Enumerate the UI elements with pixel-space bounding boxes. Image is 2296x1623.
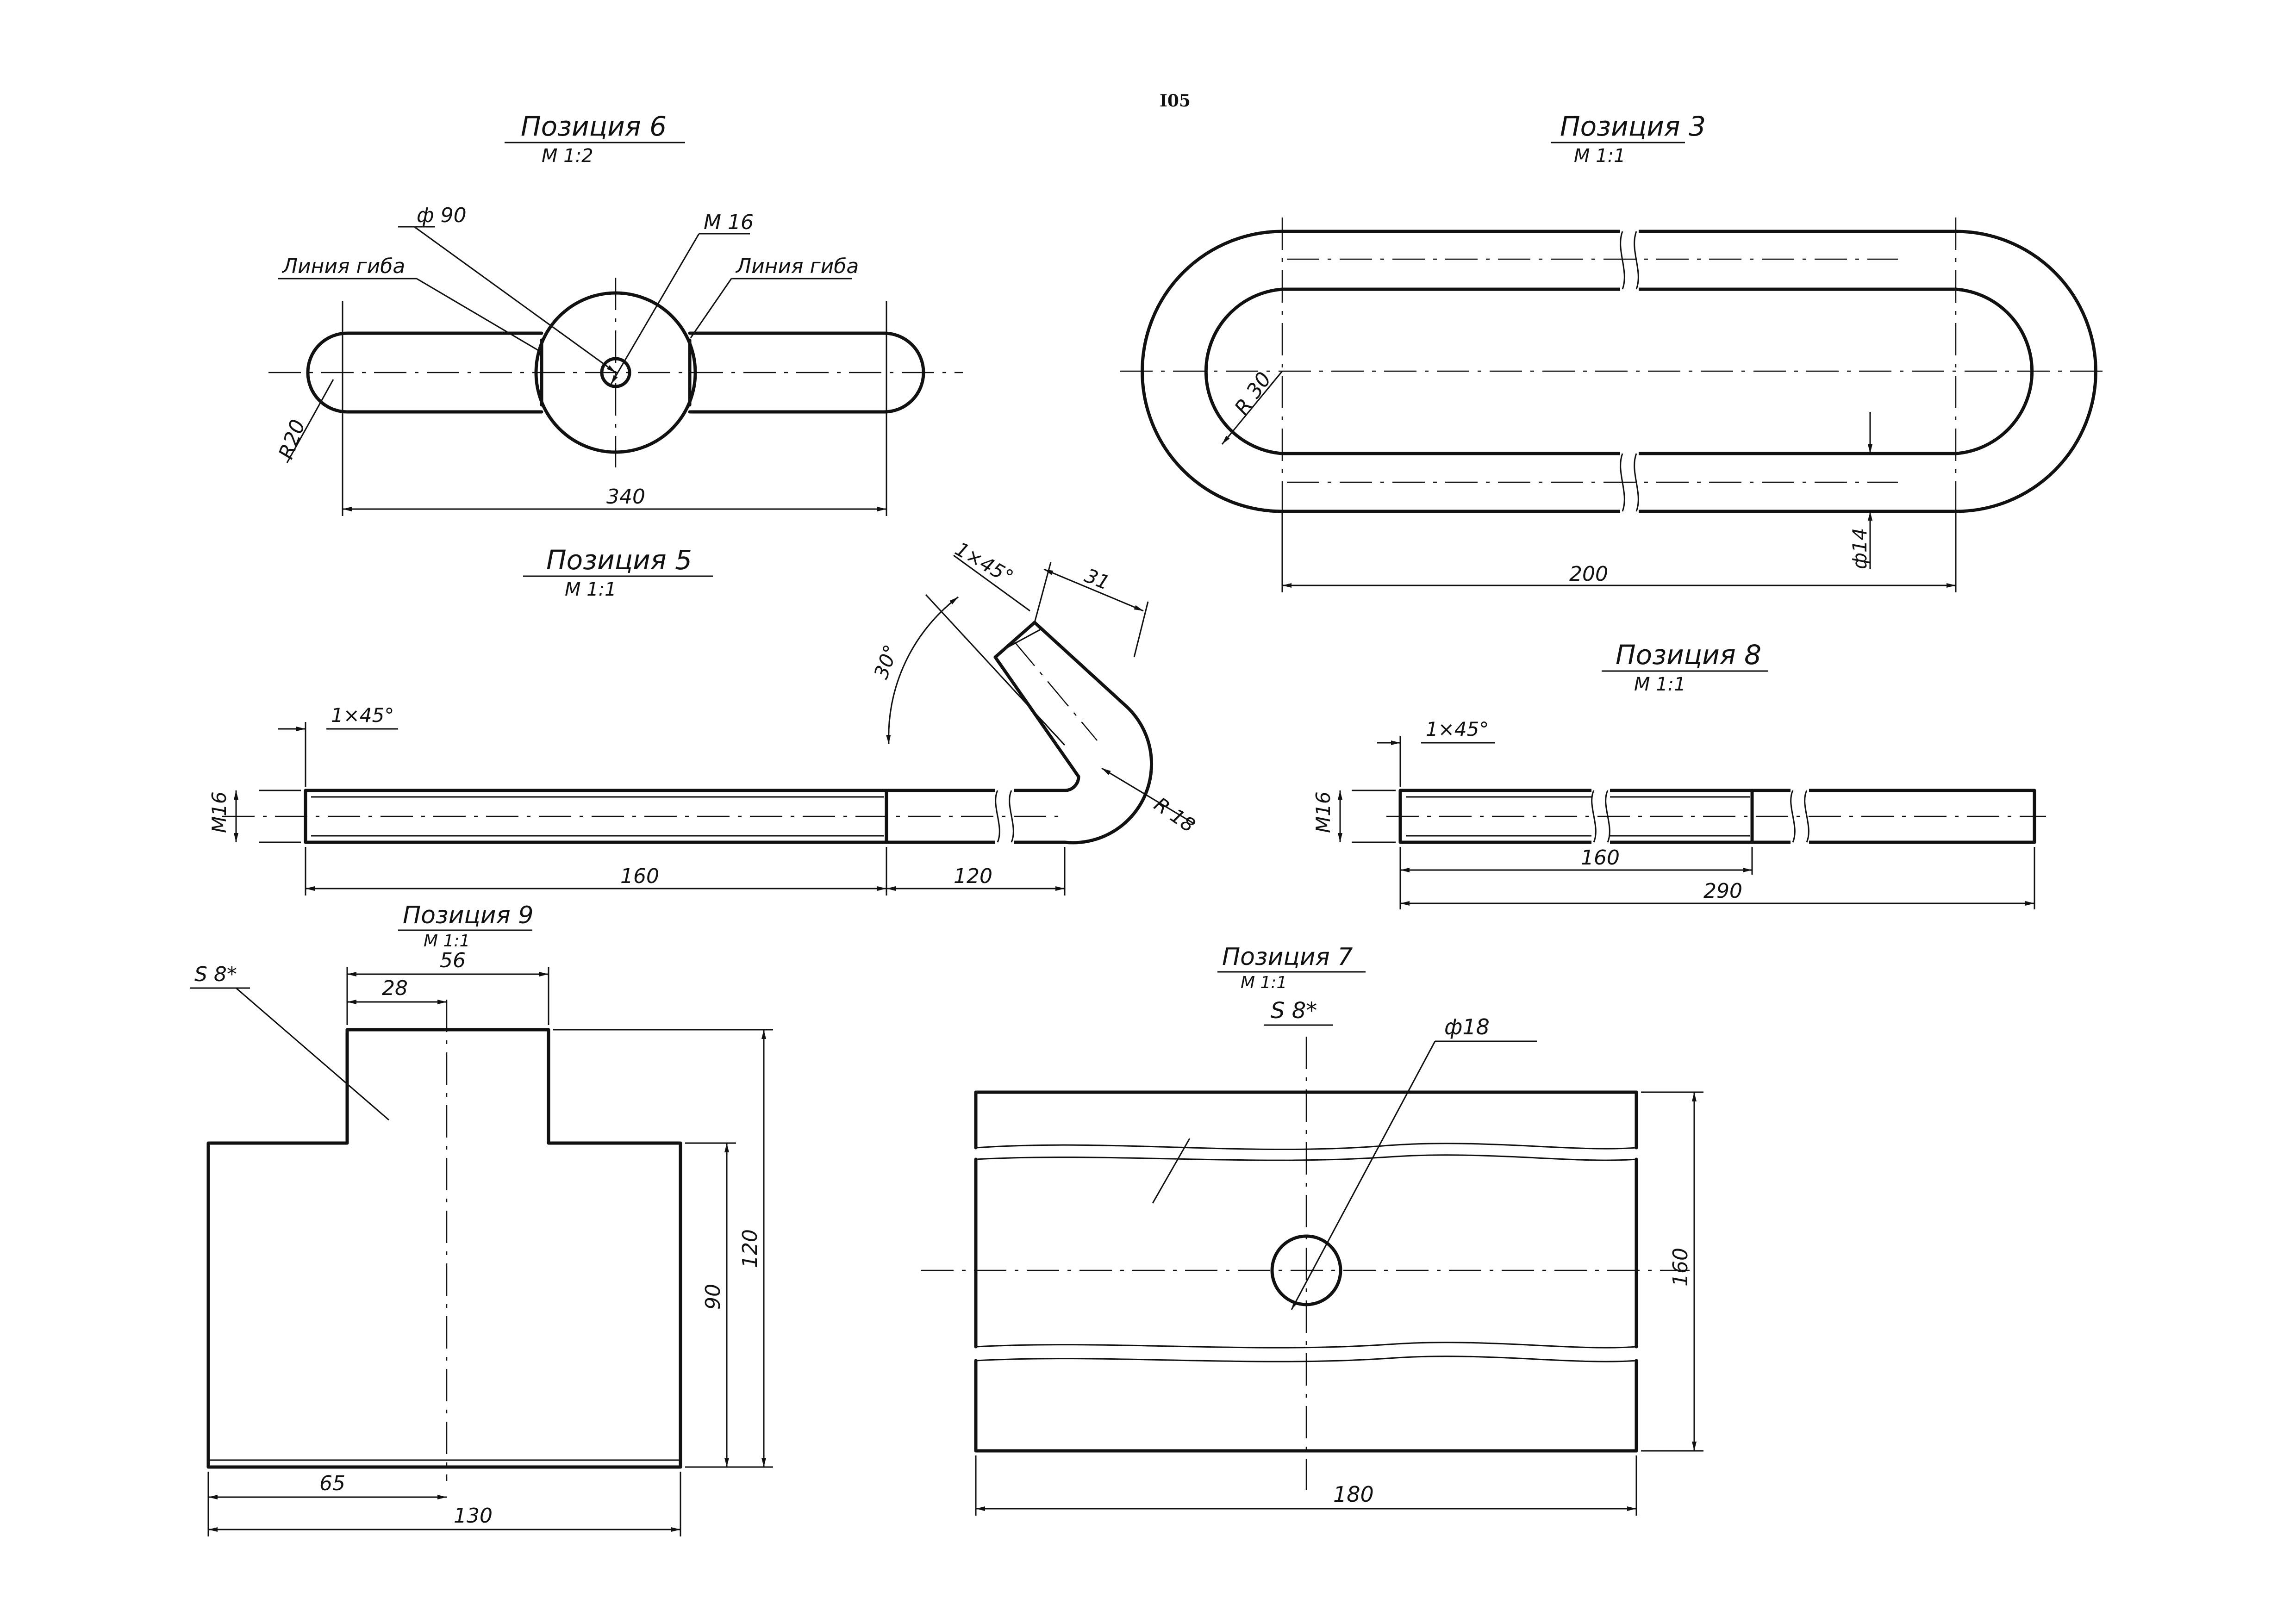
page-number: I05 xyxy=(1160,91,1191,111)
pos9-half-width-label: 65 xyxy=(319,1472,345,1495)
pos5-thread-len-label: 160 xyxy=(620,864,659,888)
pos5-chamfer-top-label: 1×45° xyxy=(951,537,1017,589)
pos5-chamfer-left-label: 1×45° xyxy=(331,704,394,727)
view-pos9: Позиция 9 М 1:1 56 28 S 8* 90 120 65 130 xyxy=(190,902,773,1536)
pos7-title: Позиция 7 xyxy=(1222,943,1353,971)
pos9-title: Позиция 9 xyxy=(403,902,533,929)
pos6-radius-label: R20 xyxy=(274,417,310,462)
pos7-height-label: 160 xyxy=(1669,1248,1692,1287)
pos6-diameter-label: ф 90 xyxy=(417,204,467,227)
pos6-bend-right-label: Линия гиба xyxy=(735,255,859,278)
pos6-length-label: 340 xyxy=(606,485,645,509)
pos5-rod xyxy=(304,789,1067,844)
pos9-top-width-label: 56 xyxy=(440,949,466,972)
view-pos8: Позиция 8 М 1:1 1×45° М16 160 290 xyxy=(1312,639,2046,909)
pos8-total-len-label: 290 xyxy=(1703,879,1742,903)
pos3-title: Позиция 3 xyxy=(1560,111,1706,142)
pos5-thread-label: М16 xyxy=(208,791,231,833)
pos5-end-len-label: 120 xyxy=(954,864,992,888)
pos9-plate xyxy=(206,1028,682,1469)
pos5-tip-label: 31 xyxy=(1081,564,1113,594)
pos7-hole-label: ф18 xyxy=(1444,1014,1490,1039)
pos5-radius-label: R 18 xyxy=(1150,793,1199,837)
pos7-width-label: 180 xyxy=(1333,1482,1374,1507)
pos5-title: Позиция 5 xyxy=(546,544,692,576)
pos9-thickness-label: S 8* xyxy=(194,963,237,986)
view-pos5: Позиция 5 М 1:1 1×45° М16 160 xyxy=(208,537,1199,895)
pos6-left-arm xyxy=(306,331,543,414)
pos3-radius-label: R 30 xyxy=(1230,368,1276,420)
pos6-thread-label: М 16 xyxy=(704,211,754,234)
pos7-plate xyxy=(974,1090,1638,1453)
pos3-scale: М 1:1 xyxy=(1574,145,1626,167)
pos5-angle-label: 30° xyxy=(869,642,903,682)
pos9-total-height-label: 120 xyxy=(738,1229,762,1268)
pos5-hook xyxy=(993,621,1154,845)
pos6-bend-left-label: Линия гиба xyxy=(281,255,405,278)
pos8-title: Позиция 8 xyxy=(1616,639,1761,671)
pos8-chamfer-label: 1×45° xyxy=(1426,718,1489,740)
pos9-half-top-label: 28 xyxy=(382,976,408,1000)
pos3-diameter-label: ф14 xyxy=(1848,528,1871,569)
pos5-scale: М 1:1 xyxy=(565,579,617,600)
pos8-thread-len-label: 160 xyxy=(1581,846,1620,870)
pos3-length-label: 200 xyxy=(1569,562,1608,586)
pos9-scale: М 1:1 xyxy=(424,932,470,951)
pos6-title: Позиция 6 xyxy=(521,111,667,142)
view-pos7: Позиция 7 М 1:1 S 8* ф18 160 180 xyxy=(921,943,1703,1516)
view-pos3: Позиция 3 М 1:1 R 30 200 ф14 xyxy=(1120,111,2111,592)
pos7-thickness-label: S 8* xyxy=(1271,998,1317,1024)
pos7-scale: М 1:1 xyxy=(1241,973,1287,992)
pos8-thread-label: М16 xyxy=(1312,791,1335,833)
pos9-total-width-label: 130 xyxy=(454,1504,493,1528)
pos6-scale: М 1:2 xyxy=(542,145,593,167)
pos8-scale: М 1:1 xyxy=(1634,674,1686,695)
view-pos6: Позиция 6 М 1:2 340 ф 90 М 16 Линия гиба… xyxy=(268,111,963,516)
pos9-inner-height-label: 90 xyxy=(701,1284,725,1310)
